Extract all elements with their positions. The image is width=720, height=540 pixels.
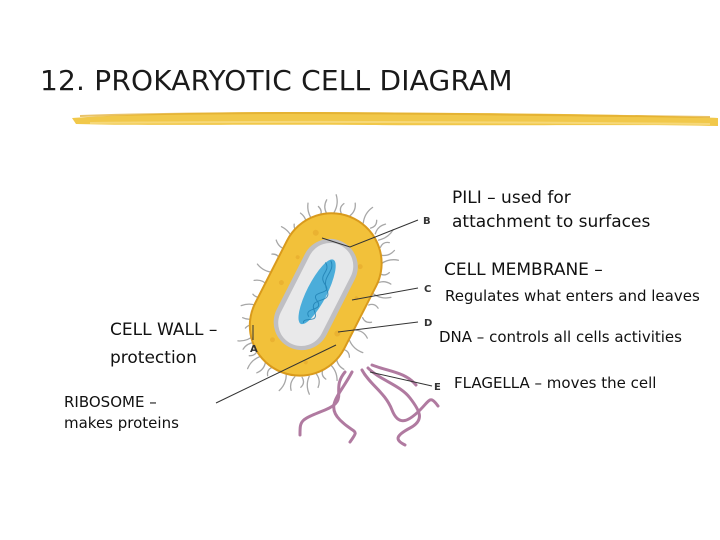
pilus-hair <box>356 330 368 338</box>
cell-membrane-label-title: CELL MEMBRANE – <box>444 258 603 282</box>
ribosome-label-line1: RIBOSOME – <box>64 392 179 413</box>
pilus-hair <box>257 362 266 373</box>
marker-b: B <box>423 216 431 227</box>
dna-label: DNA – controls all cells activities <box>439 327 682 348</box>
pilus-hair <box>334 195 337 213</box>
pilus-hair <box>279 374 286 391</box>
flagella-label: FLAGELLA – moves the cell <box>454 373 656 394</box>
cell-membrane-label-desc: Regulates what enters and leaves <box>445 286 700 307</box>
pilus-hair <box>267 367 272 376</box>
pilus-hair <box>316 374 319 388</box>
pili-label: PILI – used for attachment to surfaces <box>452 186 650 234</box>
pilus-hair <box>381 260 399 264</box>
ribosome-label: RIBOSOME – makes proteins <box>64 392 179 434</box>
marker-d: D <box>424 318 432 329</box>
pilus-hair <box>363 318 372 323</box>
ribosome-label-line2: makes proteins <box>64 413 179 434</box>
pilus-hair <box>291 377 295 391</box>
pilus-hair <box>248 356 261 368</box>
pilus-hair <box>301 377 304 387</box>
cell-wall-label-line2: protection <box>110 344 217 372</box>
marker-a: A <box>250 344 258 355</box>
pili-label-line1: PILI – used for <box>452 186 650 210</box>
pilus-hair <box>330 364 337 381</box>
pilus-hair <box>340 204 344 214</box>
pili-label-line2: attachment to surfaces <box>452 210 650 234</box>
pilus-hair <box>350 203 356 216</box>
marker-e: E <box>434 382 441 393</box>
marker-c: C <box>424 284 431 295</box>
pilus-hair <box>350 340 363 352</box>
pilus-hair <box>375 224 385 234</box>
pilus-hair <box>369 304 378 308</box>
pilus-hair <box>381 251 394 256</box>
pilus-hair <box>325 200 327 214</box>
cell-wall-label: CELL WALL – protection <box>110 316 217 372</box>
pilus-hair <box>363 207 372 223</box>
pilus-hair <box>381 242 390 247</box>
flagella-illustration <box>300 365 438 445</box>
cell-wall-label-line1: CELL WALL – <box>110 316 217 344</box>
pilus-hair <box>307 376 309 394</box>
pilus-hair <box>371 220 377 228</box>
